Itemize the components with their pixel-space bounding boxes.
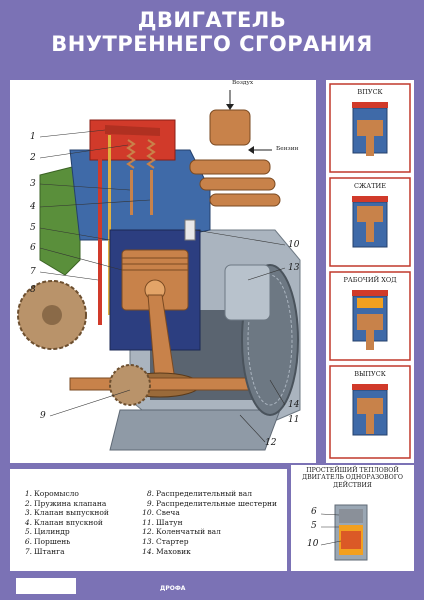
simple-engine-panel: 6 5 10 (291, 465, 414, 571)
callout-7: 7 (30, 267, 36, 277)
intake-valve-stem (150, 170, 153, 215)
legend-item: 6.Поршень (24, 536, 71, 546)
legend-item: 2.Пружина клапана (24, 498, 107, 508)
legend-item: 1.Коромысло (24, 489, 79, 498)
simple-engine-title: ПРОСТЕЙШИЙ ТЕПЛОВОЙ ДВИГАТЕЛЬ ОДНОРАЗОВО… (302, 467, 403, 489)
callout-10: 10 (288, 240, 300, 250)
title-line-2: ВНУТРЕННЕГО СГОРАНИЯ (51, 32, 373, 56)
callout-11: 11 (288, 415, 300, 425)
simple-flame-core (341, 531, 361, 549)
callout-8: 8 (30, 285, 36, 295)
callout-1: 1 (30, 132, 36, 142)
stroke-cycle-illustrations (329, 83, 411, 459)
callout-4: 4 (30, 202, 36, 212)
barcode (16, 578, 76, 594)
legend-right-column: 8.Распределительный вал 9.Распределитель… (140, 489, 277, 556)
air-label: Воздух (232, 80, 254, 86)
cylinder-head-casting (69, 149, 211, 241)
pushrod (98, 135, 102, 325)
simple-callout-6: 6 (311, 507, 317, 517)
legend-item: 5.Цилиндр (24, 527, 70, 537)
piston-rings (122, 257, 188, 271)
callout-14: 14 (288, 400, 300, 410)
fuel-label: Бензин (276, 146, 299, 152)
stroke-intake (329, 83, 411, 173)
fuel-arrow-head (248, 146, 254, 154)
legend-item: 14.Маховик (142, 546, 191, 556)
simple-piston (339, 509, 363, 523)
simple-callout-5: 5 (311, 521, 317, 531)
callout-9: 9 (40, 411, 46, 421)
legend-item: 8.Распределительный вал (146, 489, 253, 498)
camshaft-gear-hub (42, 305, 62, 325)
publisher-logo: ДРОФА (160, 585, 186, 592)
spark-plug (184, 219, 196, 241)
stroke-compression (329, 177, 411, 267)
legend-item: 13.Стартер (142, 536, 189, 546)
callout-6: 6 (30, 243, 36, 253)
exhaust-valve-stem (130, 170, 133, 215)
crankshaft-axis (69, 377, 261, 391)
crankshaft-gear (109, 364, 151, 406)
legend-item: 9.Распределительные шестерни (146, 498, 277, 508)
legend-item: 12.Коленчатый вал (142, 527, 221, 537)
poster-title: ДВИГАТЕЛЬ ВНУТРЕННЕГО СГОРАНИЯ (0, 8, 424, 56)
air-arrow-head (226, 104, 234, 110)
callout-12: 12 (265, 438, 277, 448)
callout-2: 2 (30, 153, 36, 163)
valve-springs (126, 139, 156, 169)
manifold (189, 109, 281, 207)
legend-item: 11.Шатун (142, 517, 183, 527)
stroke-label-power: РАБОЧИЙ ХОД (343, 276, 397, 284)
legend-item: 4.Клапан впускной (24, 517, 103, 527)
stroke-cycle-panel: ВПУСК СЖАТИЕ РАБОЧИЙ ХОД ВЫПУСК (326, 80, 414, 463)
legend-item: 7.Штанга (24, 546, 65, 556)
legend-item: 10.Свеча (142, 508, 180, 518)
oil-pan (109, 409, 281, 451)
callout-5: 5 (30, 223, 36, 233)
engine-cutaway-illustration (17, 90, 301, 451)
pushrod-secondary (108, 135, 111, 315)
stroke-label-compression: СЖАТИЕ (354, 182, 386, 190)
simple-callout-10: 10 (307, 539, 319, 549)
legend-panel: 1.Коромысло 2.Пружина клапана 3.Клапан в… (10, 469, 287, 571)
legend-item: 3.Клапан выпускной (24, 508, 109, 518)
stroke-label-intake: ВПУСК (357, 88, 383, 96)
title-line-1: ДВИГАТЕЛЬ (137, 8, 287, 32)
starter (224, 264, 271, 321)
rocker-arm (105, 125, 160, 136)
stroke-power (329, 271, 411, 361)
legend-left-column: 1.Коромысло 2.Пружина клапана 3.Клапан в… (18, 489, 109, 556)
stroke-exhaust (329, 365, 411, 459)
simple-engine-illustration (320, 504, 368, 561)
callout-3: 3 (30, 179, 36, 189)
callout-13: 13 (288, 263, 300, 273)
engine-diagram-panel: Воздух Бензин 1 2 3 4 5 6 7 8 9 10 11 12… (10, 80, 316, 463)
stroke-label-exhaust: ВЫПУСК (354, 370, 386, 378)
callout-lines (39, 129, 286, 443)
